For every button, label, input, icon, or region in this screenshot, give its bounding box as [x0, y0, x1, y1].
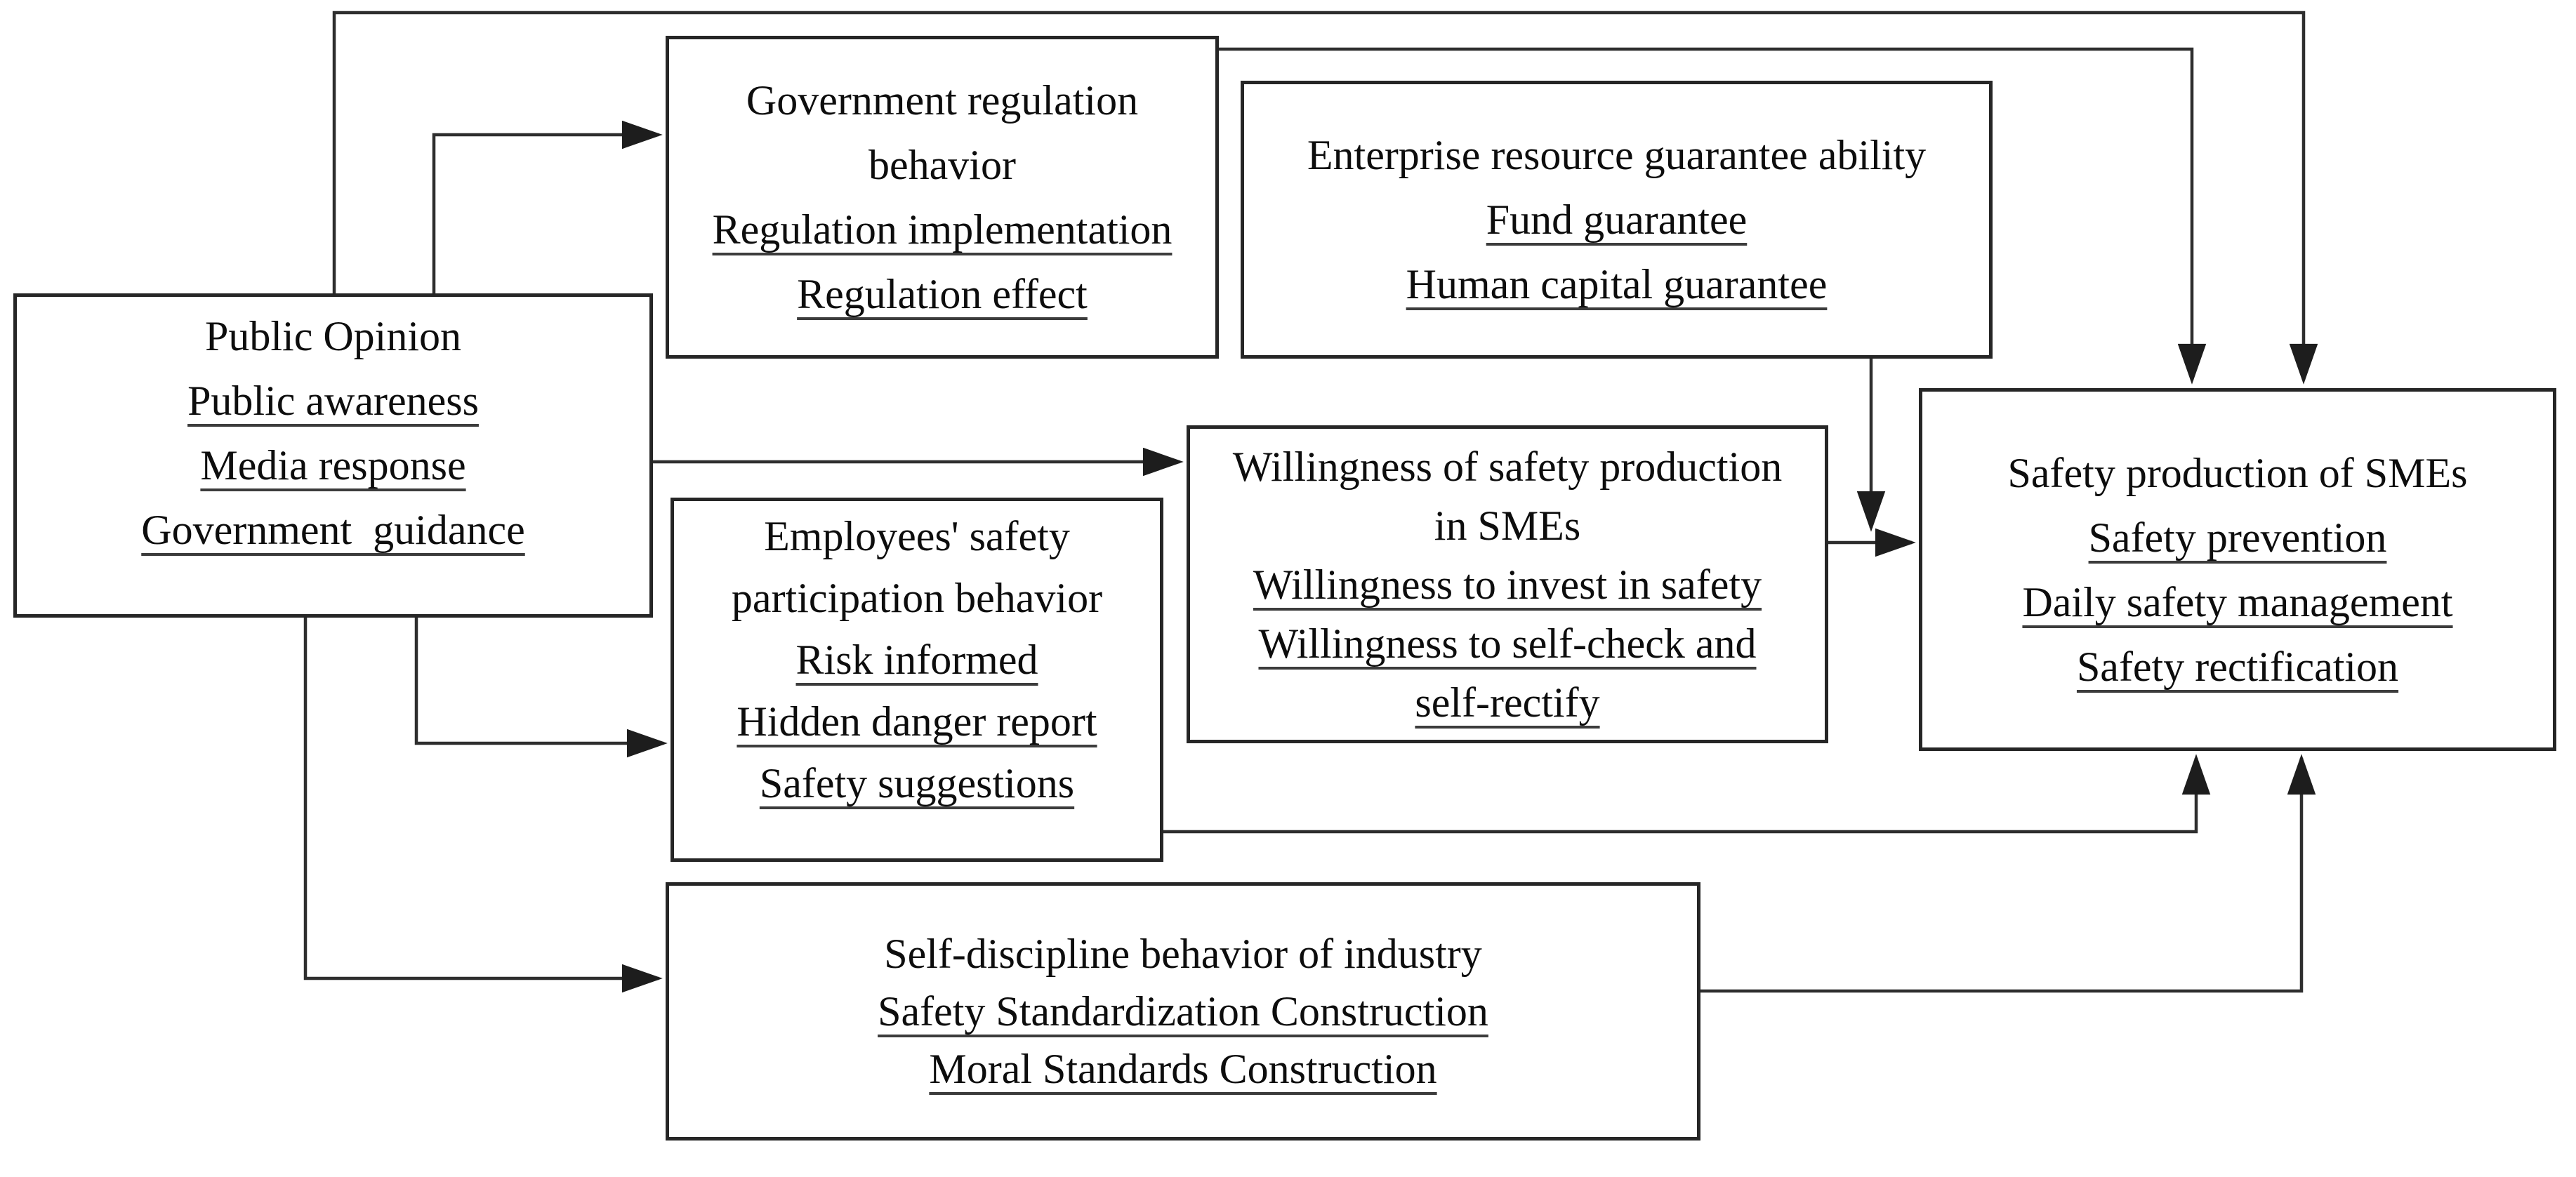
indicator-label: Regulation effect	[797, 271, 1088, 317]
indicator-label: Hidden danger report	[737, 698, 1097, 745]
box-title-line: Willingness of safety production	[1232, 443, 1783, 490]
indicator-label: Willingness to self-check and	[1258, 620, 1757, 667]
indicator-label: Fund guarantee	[1486, 197, 1748, 243]
indicator-label: self-rectify	[1415, 679, 1600, 726]
arrow-public-opinion-to-employees-safety	[414, 618, 668, 758]
indicator-label: Media response	[200, 442, 466, 488]
indicator-label: Safety prevention	[2088, 514, 2387, 561]
box-title-line: Employees' safety	[764, 513, 1070, 559]
indicator-label: Willingness to invest in safety	[1253, 561, 1762, 608]
arrow-government-regulation-to-safety-production	[1219, 47, 2207, 385]
box-title-line: Safety production of SMEs	[2007, 449, 2468, 496]
arrow-self-discipline-to-safety-production	[1700, 754, 2316, 993]
indicator-label: Regulation implementation	[712, 206, 1173, 253]
indicator-label: Human capital guarantee	[1406, 261, 1828, 307]
indicator-label: Risk informed	[795, 637, 1038, 683]
arrow-employees-safety-to-safety-production	[1163, 754, 2211, 834]
box-title-line: in SMEs	[1434, 502, 1581, 549]
indicator-label: Safety suggestions	[759, 760, 1075, 806]
box-title-line: Self-discipline behavior of industry	[884, 931, 1482, 977]
indicator-label: Government guidance	[141, 507, 525, 553]
indicator-label: Daily safety management	[2022, 578, 2453, 625]
box-title-line: behavior	[868, 142, 1016, 188]
arrow-public-opinion-to-self-discipline	[303, 618, 663, 993]
arrow-public-opinion-to-government-regulation	[432, 120, 663, 293]
arrow-public-opinion-to-safety-production-top	[332, 11, 2318, 385]
indicator-label: Safety rectification	[2076, 643, 2399, 690]
box-title-line: participation behavior	[731, 575, 1103, 621]
indicator-label: Public awareness	[187, 378, 479, 424]
indicator-label: Safety Standardization Construction	[878, 988, 1488, 1035]
box-title-line: Government regulation	[746, 77, 1139, 124]
indicator-label: Moral Standards Construction	[929, 1046, 1437, 1092]
box-title-line: Enterprise resource guarantee ability	[1307, 132, 1927, 178]
box-title-line: Public Opinion	[204, 313, 461, 359]
